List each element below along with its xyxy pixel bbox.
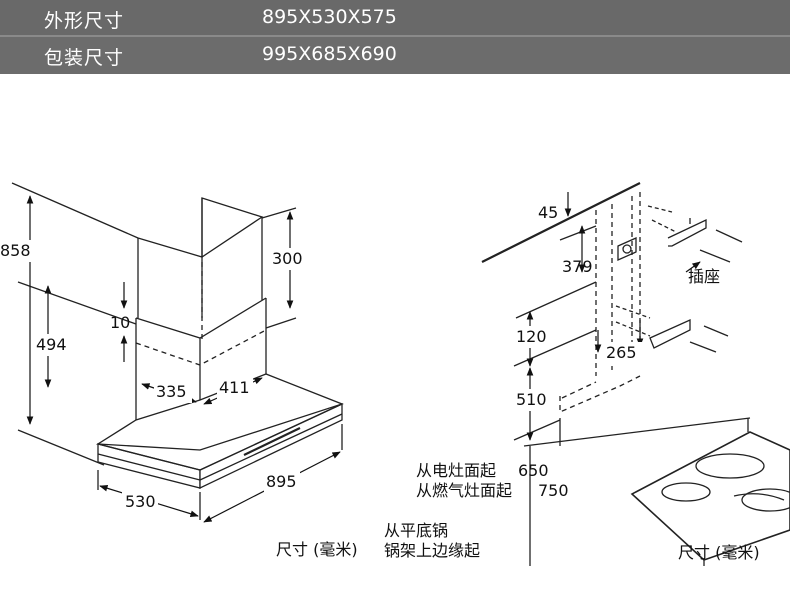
dim-335: 335 [156, 382, 187, 401]
dim-510: 510 [516, 390, 547, 409]
right-dimension-labels: 45 379 插座 120 265 510 从电灶面起 650 从燃气灶面起 7… [384, 203, 760, 562]
socket-label: 插座 [688, 267, 720, 286]
dim-120: 120 [516, 327, 547, 346]
wall-mount-drawing [481, 182, 790, 566]
spec-value: 895X530X575 [262, 6, 397, 28]
spec-value: 995X685X690 [262, 43, 397, 65]
dim-265: 265 [606, 343, 637, 362]
spec-row-dimensions: 外形尺寸 895X530X575 [0, 0, 790, 37]
spec-label: 包装尺寸 [44, 47, 125, 69]
dim-895: 895 [266, 472, 297, 491]
spec-row-package: 包装尺寸 995X685X690 [0, 37, 790, 74]
wok-note-line1: 从平底锅 [384, 521, 448, 540]
wok-note-line2: 锅架上边缘起 [384, 541, 480, 560]
dim-858: 858 [0, 241, 31, 260]
electric-height-note: 从电灶面起 [416, 461, 496, 480]
left-dimension-labels: 858 494 10 300 335 411 530 895 尺寸 (毫米) [0, 240, 358, 559]
right-unit-label: 尺寸 (毫米) [678, 543, 760, 562]
spec-label: 外形尺寸 [44, 10, 125, 32]
dim-300: 300 [272, 249, 303, 268]
spec-table: 外形尺寸 895X530X575 包装尺寸 995X685X690 [0, 0, 790, 74]
gas-height-note: 从燃气灶面起 [416, 481, 512, 500]
dim-530: 530 [125, 492, 156, 511]
left-unit-label: 尺寸 (毫米) [276, 540, 358, 559]
gas-height-value: 750 [538, 481, 569, 500]
dim-379: 379 [562, 257, 593, 276]
dim-494: 494 [36, 335, 67, 354]
dim-10: 10 [110, 313, 130, 332]
dim-45: 45 [538, 203, 558, 222]
dim-411: 411 [219, 378, 250, 397]
electric-height-value: 650 [518, 461, 549, 480]
